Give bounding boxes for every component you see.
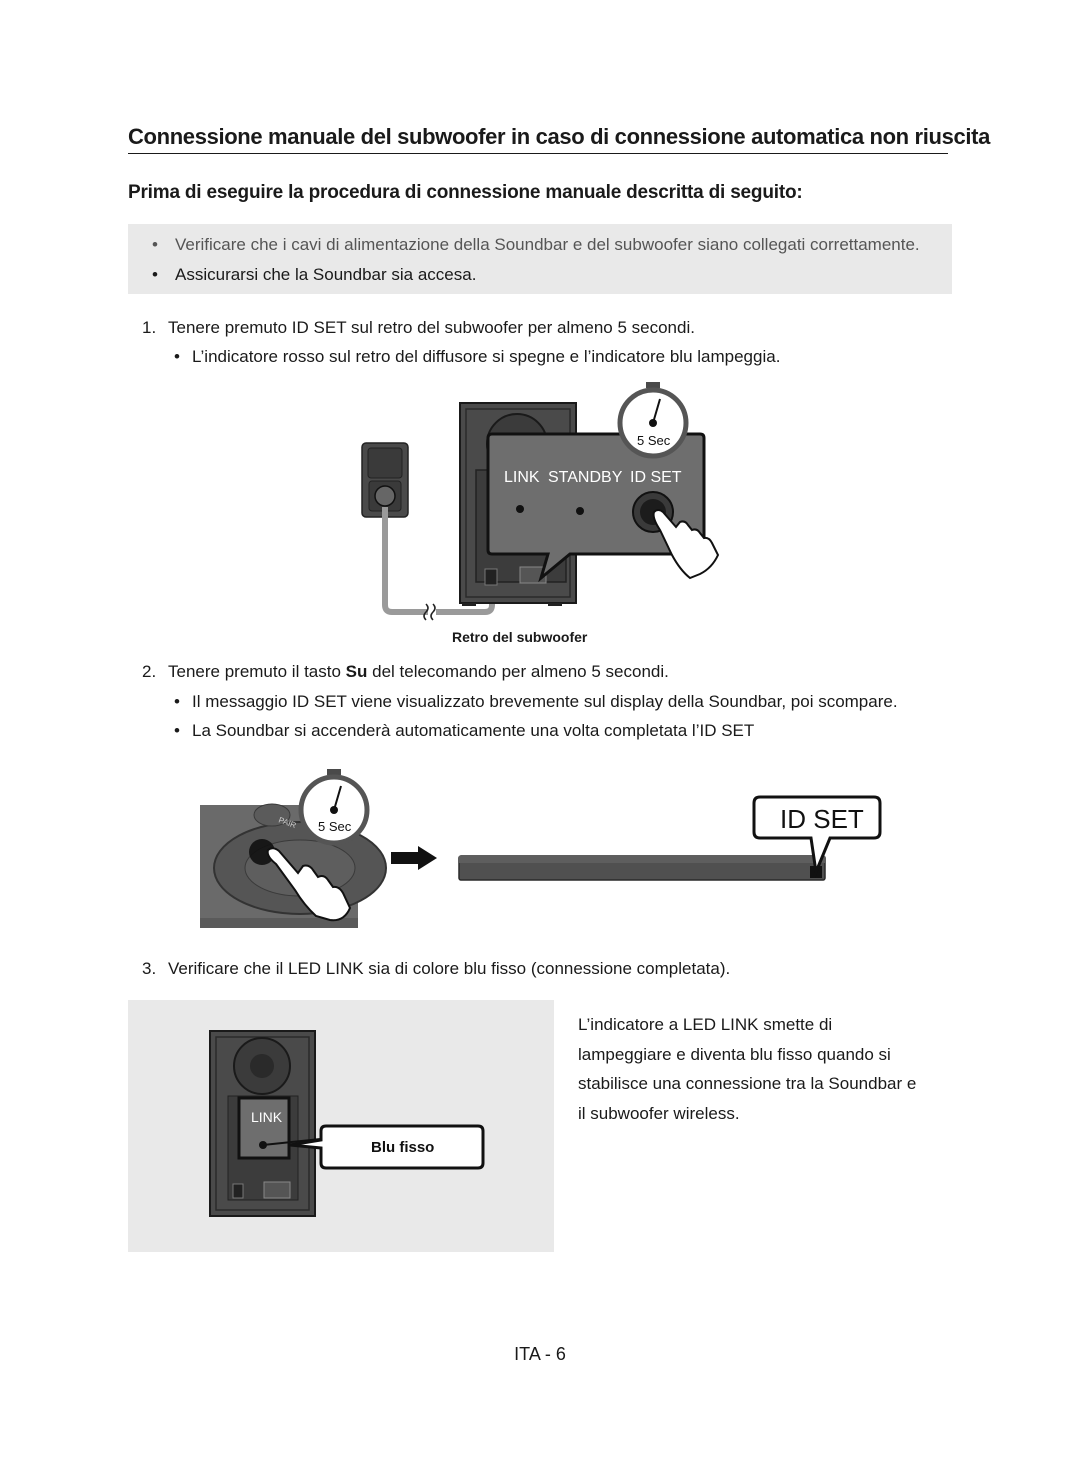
remote-key-name: Su [345,662,368,681]
figure-caption: Retro del subwoofer [452,629,588,645]
section-title: Connessione manuale del subwoofer in cas… [128,124,990,154]
description-line: lampeggiare e diventa blu fisso quando s… [578,1044,891,1064]
display-callout: ID SET [752,795,882,878]
blu-fisso-callout: Blu fisso [289,1124,485,1170]
step-text: Verificare che il LED LINK sia di colore… [168,959,731,978]
prerequisite-text: Verificare che i cavi di alimentazione d… [175,235,920,254]
soundbar [458,855,826,881]
step-text: Tenere premuto il tasto Su del telecoman… [168,662,669,682]
step-number: 1. [142,318,157,337]
step-text-after: del telecomando per almeno 5 secondi. [367,662,669,681]
hand-pointer-icon [266,847,352,922]
stopwatch-label: 5 Sec [318,819,352,834]
stopwatch-icon: 5 Sec [617,382,689,459]
power-outlet-icon [361,442,409,518]
section-subtitle: Prima di eseguire la procedura di connes… [128,182,803,203]
bullet-dot: • [174,347,180,366]
panel-label-link: LINK [504,469,540,486]
power-cable [382,507,428,615]
page-number: ITA - 6 [514,1344,566,1364]
stopwatch-icon: 5 Sec [298,769,370,846]
prerequisites-box [128,224,952,294]
step-text-before: Tenere premuto il tasto [168,662,346,681]
arrow-right-icon [391,846,437,870]
bullet-dot: • [152,265,158,284]
display-message: ID SET [780,804,864,834]
link-label: LINK [251,1109,283,1125]
description-line: L’indicatore a LED LINK smette di [578,1015,833,1034]
bullet-dot: • [174,692,180,711]
remote-control: PAIR [200,803,387,928]
panel-label-standby: STANDBY [548,469,623,486]
bullet-text: La Soundbar si accenderà automaticamente… [192,721,755,740]
description-line: il subwoofer wireless. [578,1103,740,1123]
bullet-dot: • [174,721,180,740]
hand-pointer-icon [652,509,720,580]
description-line: stabilisce una connessione tra la Soundb… [578,1074,917,1093]
standby-led [576,507,584,515]
link-description: L’indicatore a LED LINK smette di lampeg… [578,1010,958,1128]
panel-label-id-set: ID SET [630,469,682,486]
bullet-dot: • [152,235,158,254]
step-number: 3. [142,959,157,978]
link-panel-callout: LINK [237,1096,291,1160]
link-led [516,505,524,513]
callout-label: Blu fisso [371,1139,434,1156]
bullet-text: L’indicatore rosso sul retro del diffuso… [192,347,781,366]
step-text: Tenere premuto ID SET sul retro del subw… [168,318,695,337]
bullet-text: Il messaggio ID SET viene visualizzato b… [192,692,898,711]
step-number: 2. [142,662,157,681]
stopwatch-label: 5 Sec [637,433,671,448]
prerequisite-text: Assicurarsi che la Soundbar sia accesa. [175,265,477,284]
